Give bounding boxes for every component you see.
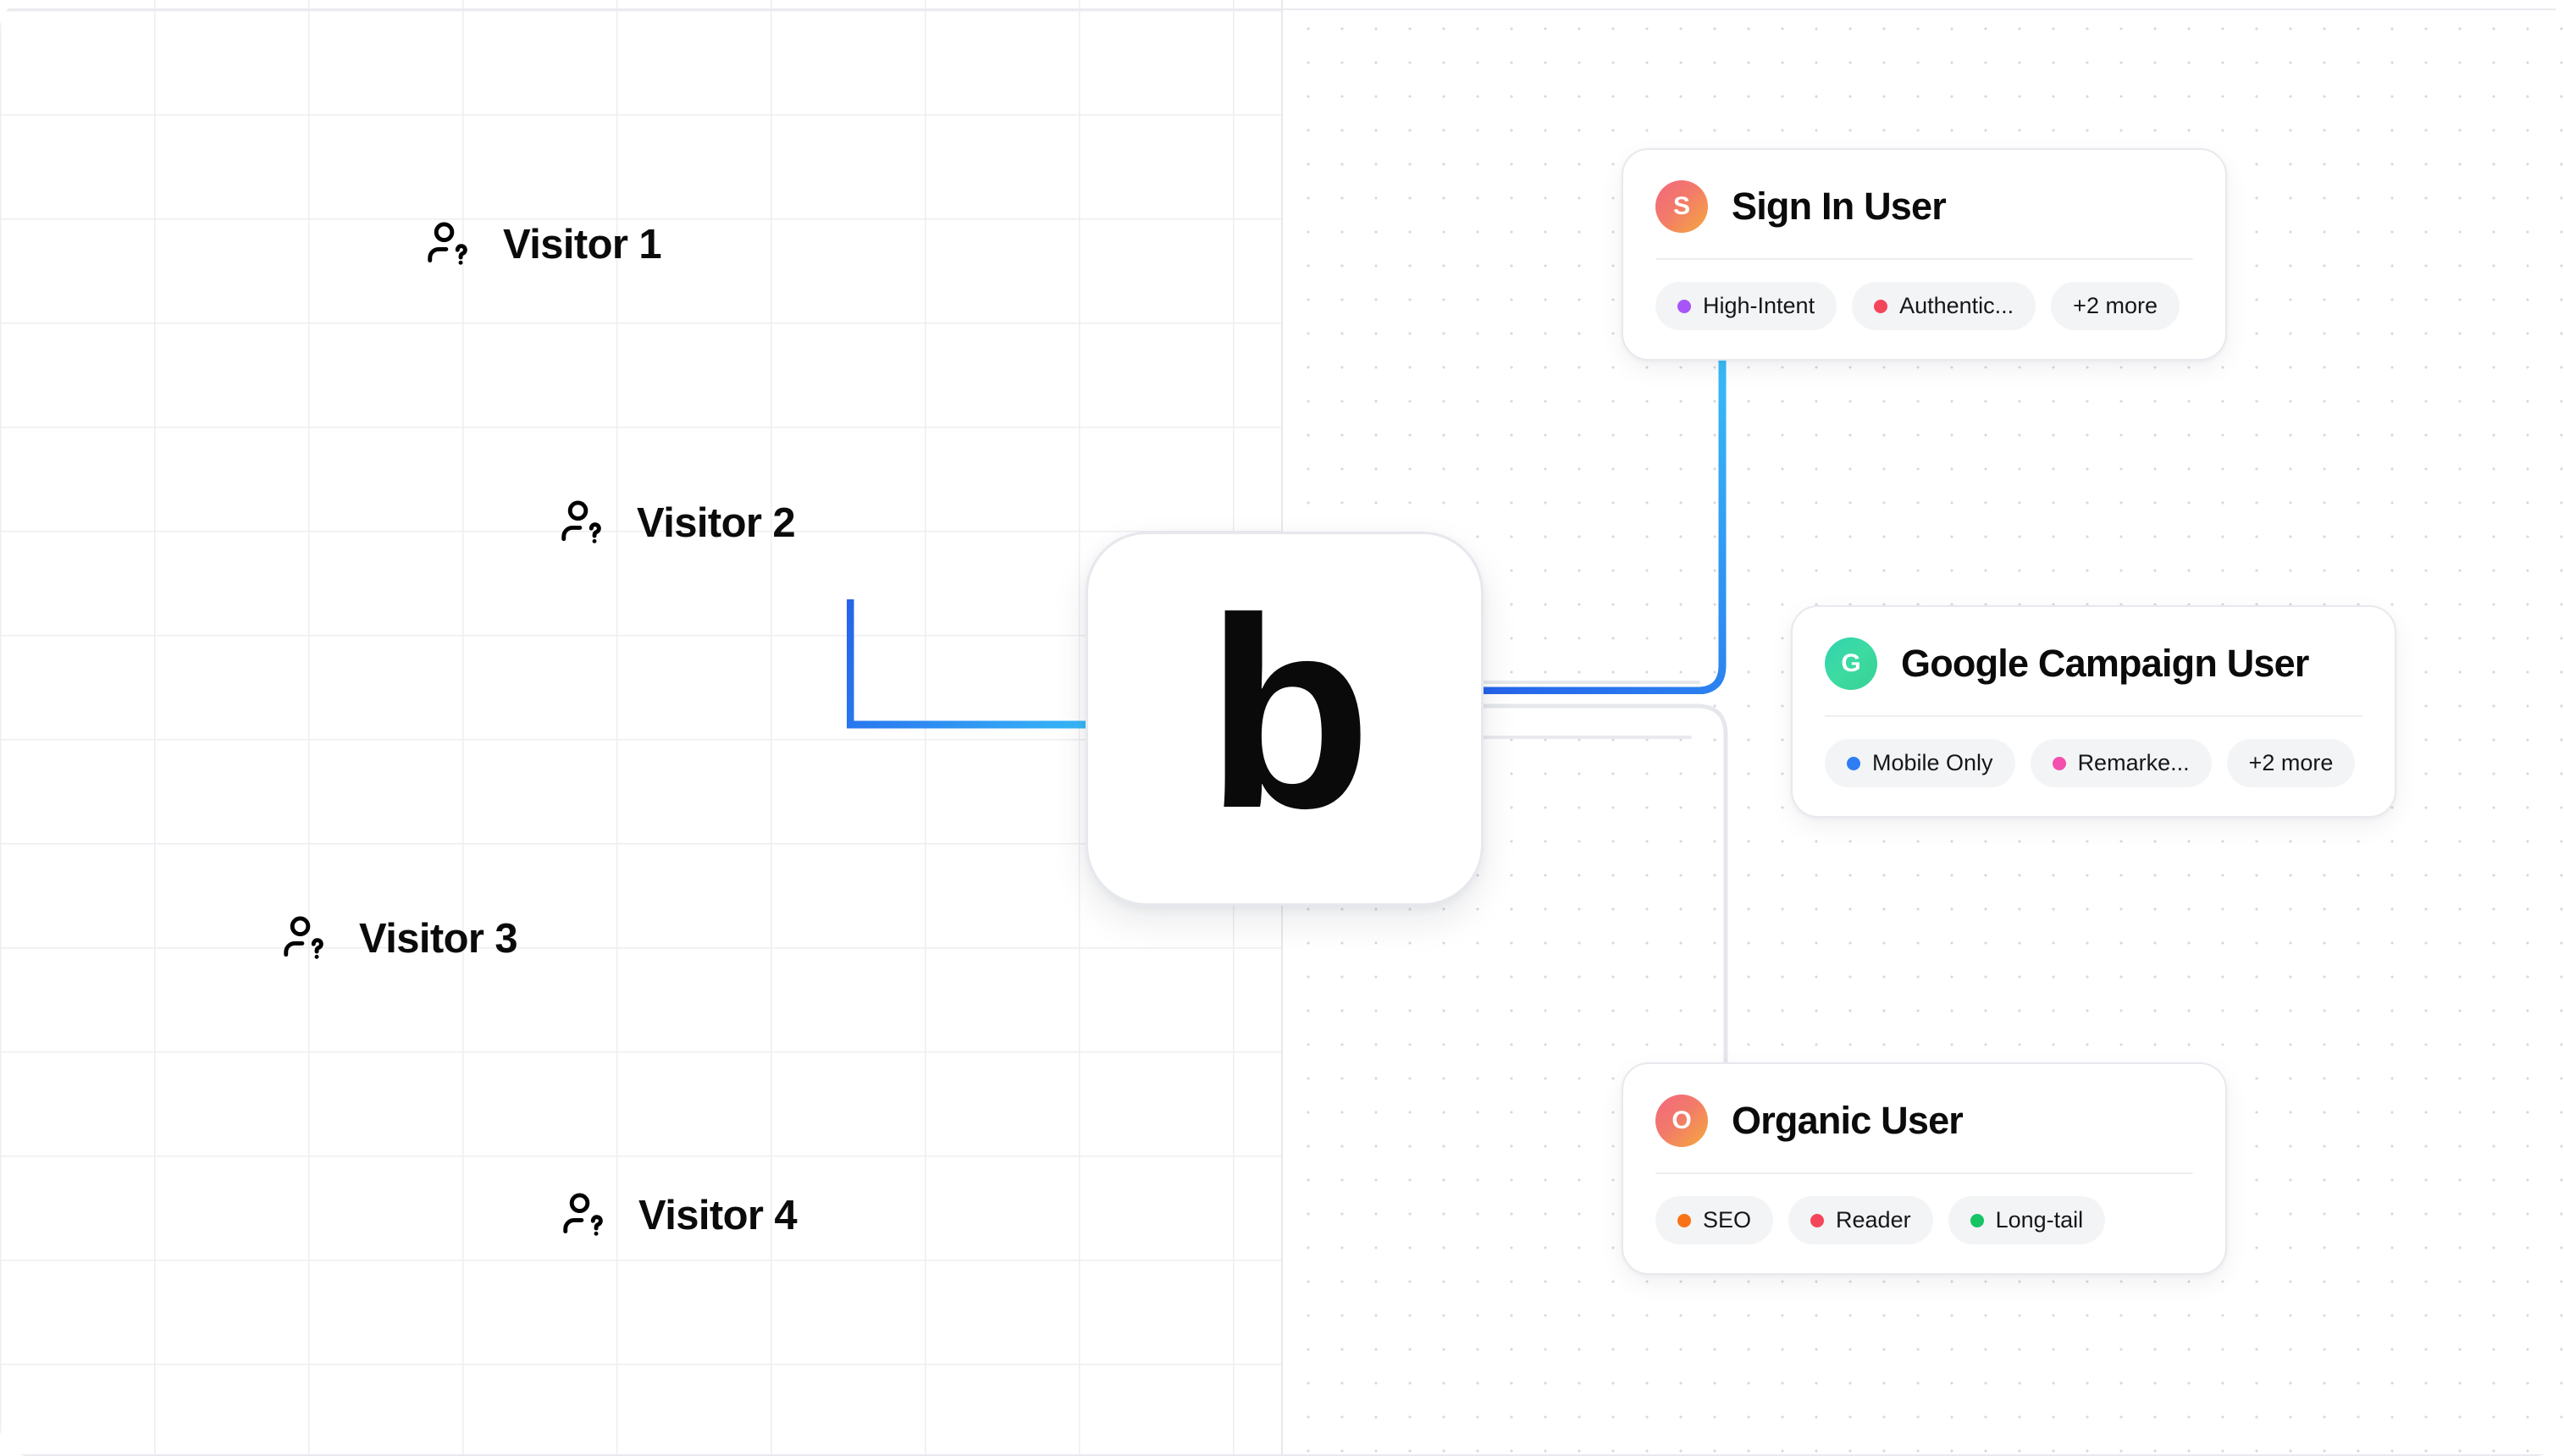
- profile-card-title: Google Campaign User: [1901, 642, 2309, 685]
- visitor-label: Visitor 2: [637, 500, 796, 546]
- avatar: S: [1655, 180, 1708, 233]
- avatar-initial: O: [1672, 1106, 1692, 1134]
- connector-hub-to-google-lower: [1480, 736, 1692, 739]
- tag-chip[interactable]: Long-tail: [1948, 1196, 2106, 1244]
- profile-card-title: Organic User: [1732, 1099, 1964, 1142]
- profile-card-sign-in-user[interactable]: S Sign In User High-Intent Authentic... …: [1622, 148, 2227, 361]
- visitor-row-2[interactable]: Visitor 2: [557, 497, 796, 549]
- user-question-icon: [561, 500, 601, 543]
- divider: [1655, 1172, 2193, 1174]
- tag-chip[interactable]: High-Intent: [1655, 282, 1837, 330]
- hub-logo-tile[interactable]: b: [1086, 532, 1484, 906]
- connector-visitor-to-hub: [847, 599, 1101, 729]
- tag-chip-label: Authentic...: [1899, 293, 2014, 318]
- tag-chip[interactable]: Authentic...: [1852, 282, 2036, 330]
- visitor-label: Visitor 3: [359, 916, 518, 962]
- tag-chip-list: Mobile Only Remarke... +2 more: [1825, 739, 2362, 787]
- avatar: G: [1825, 637, 1877, 690]
- tag-color-dot: [1970, 1213, 1984, 1227]
- tag-chip-label: Remarke...: [2077, 750, 2190, 775]
- tag-chip-label: Reader: [1836, 1207, 1911, 1233]
- frame-top-rule: [0, 8, 2564, 10]
- tag-chip-label: Long-tail: [1995, 1207, 2084, 1233]
- avatar-initial: G: [1841, 649, 1861, 677]
- tag-color-dot: [1810, 1213, 1825, 1227]
- frame-bottom-rule: [0, 1454, 2564, 1456]
- tag-chip[interactable]: SEO: [1655, 1196, 1774, 1244]
- user-question-icon: [563, 1193, 603, 1236]
- profile-card-organic-user[interactable]: O Organic User SEO Reader Long-tail: [1622, 1062, 2227, 1275]
- connector-hub-to-organic: [1480, 703, 1728, 1100]
- connector-hub-to-signin: [1482, 356, 1727, 694]
- visitor-label: Visitor 4: [638, 1193, 798, 1238]
- tag-color-dot: [1677, 299, 1691, 313]
- tag-chip-more[interactable]: +2 more: [2226, 739, 2356, 787]
- tag-color-dot: [1677, 1213, 1691, 1227]
- tag-chip-list: High-Intent Authentic... +2 more: [1655, 282, 2193, 330]
- tag-color-dot: [1874, 299, 1888, 313]
- profile-card-header: G Google Campaign User: [1825, 637, 2362, 690]
- tag-chip-label: Mobile Only: [1872, 750, 1993, 775]
- tag-chip[interactable]: Remarke...: [2030, 739, 2212, 787]
- visitor-label: Visitor 1: [503, 222, 662, 267]
- tag-chip-label: +2 more: [2248, 750, 2334, 775]
- connector-hub-to-google-upper: [1480, 681, 1700, 684]
- tag-chip[interactable]: Reader: [1788, 1196, 1933, 1244]
- tag-chip-list: SEO Reader Long-tail: [1655, 1196, 2193, 1244]
- visitor-row-4[interactable]: Visitor 4: [559, 1189, 798, 1242]
- visitor-row-1[interactable]: Visitor 1: [423, 218, 662, 271]
- avatar-initial: S: [1672, 192, 1690, 220]
- tag-color-dot: [1847, 756, 1860, 770]
- tag-color-dot: [2052, 756, 2066, 770]
- divider: [1655, 258, 2193, 260]
- tag-chip-label: SEO: [1703, 1207, 1752, 1233]
- profile-card-header: S Sign In User: [1655, 180, 2193, 233]
- profile-card-header: O Organic User: [1655, 1095, 2193, 1147]
- visitor-row-3[interactable]: Visitor 3: [279, 913, 518, 965]
- divider: [1825, 715, 2362, 717]
- tag-chip-label: High-Intent: [1703, 293, 1815, 318]
- profile-card-title: Sign In User: [1732, 185, 1947, 228]
- brand-logo-letter: b: [1206, 561, 1371, 865]
- avatar: O: [1655, 1095, 1708, 1147]
- tag-chip-label: +2 more: [2073, 293, 2158, 318]
- tag-chip-more[interactable]: +2 more: [2051, 282, 2180, 330]
- user-question-icon: [428, 222, 467, 265]
- tag-chip[interactable]: Mobile Only: [1825, 739, 2015, 787]
- user-question-icon: [284, 916, 323, 959]
- profile-card-google-campaign-user[interactable]: G Google Campaign User Mobile Only Remar…: [1791, 605, 2396, 818]
